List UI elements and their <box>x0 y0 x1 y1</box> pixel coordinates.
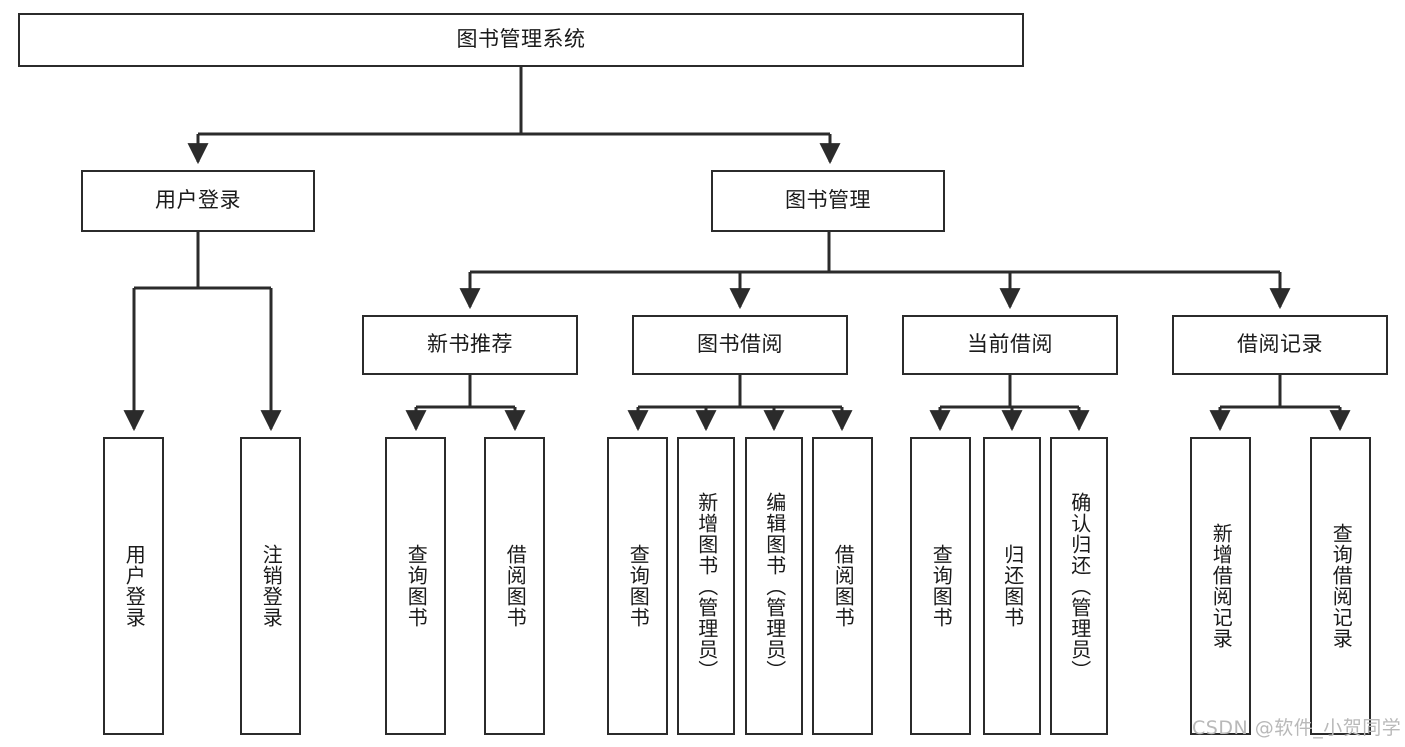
node-user-login[interactable]: 用户登录 <box>81 170 315 232</box>
node-leaf-edit-book-admin-label: 编辑图书（管理员） <box>762 491 787 681</box>
node-root-label: 图书管理系统 <box>456 27 586 52</box>
node-leaf-query-book-2-label: 查询图书 <box>626 544 651 628</box>
node-leaf-query-book-1[interactable]: 查询图书 <box>385 437 446 735</box>
node-leaf-return-book-label: 归还图书 <box>1000 544 1025 628</box>
node-new-book-recommend[interactable]: 新书推荐 <box>362 315 578 375</box>
node-leaf-confirm-return-admin[interactable]: 确认归还（管理员） <box>1050 437 1108 735</box>
node-leaf-query-book-1-label: 查询图书 <box>404 544 429 628</box>
node-book-borrow-label: 图书借阅 <box>697 332 783 357</box>
node-book-borrow[interactable]: 图书借阅 <box>632 315 848 375</box>
node-leaf-add-book-admin[interactable]: 新增图书（管理员） <box>677 437 735 735</box>
node-leaf-user-login-label: 用户登录 <box>122 544 147 628</box>
node-book-management-label: 图书管理 <box>785 188 871 213</box>
node-root[interactable]: 图书管理系统 <box>18 13 1024 67</box>
node-leaf-query-book-2[interactable]: 查询图书 <box>607 437 668 735</box>
node-leaf-edit-book-admin[interactable]: 编辑图书（管理员） <box>745 437 803 735</box>
node-leaf-logout-label: 注销登录 <box>259 544 284 628</box>
node-leaf-borrow-book-2[interactable]: 借阅图书 <box>812 437 873 735</box>
node-leaf-return-book[interactable]: 归还图书 <box>983 437 1041 735</box>
node-user-login-label: 用户登录 <box>155 188 241 213</box>
node-leaf-borrow-book-1[interactable]: 借阅图书 <box>484 437 545 735</box>
node-leaf-borrow-book-2-label: 借阅图书 <box>831 544 856 628</box>
node-leaf-borrow-book-1-label: 借阅图书 <box>503 544 528 628</box>
node-leaf-query-book-3-label: 查询图书 <box>929 544 954 628</box>
node-borrow-record[interactable]: 借阅记录 <box>1172 315 1388 375</box>
node-current-borrow-label: 当前借阅 <box>967 332 1053 357</box>
node-leaf-add-borrow-record[interactable]: 新增借阅记录 <box>1190 437 1251 735</box>
node-leaf-confirm-return-admin-label: 确认归还（管理员） <box>1067 491 1092 681</box>
node-leaf-query-borrow-record[interactable]: 查询借阅记录 <box>1310 437 1371 735</box>
node-leaf-logout[interactable]: 注销登录 <box>240 437 301 735</box>
node-leaf-add-borrow-record-label: 新增借阅记录 <box>1209 523 1234 649</box>
node-book-management[interactable]: 图书管理 <box>711 170 945 232</box>
node-leaf-query-book-3[interactable]: 查询图书 <box>910 437 971 735</box>
node-leaf-add-book-admin-label: 新增图书（管理员） <box>694 491 719 681</box>
node-new-book-recommend-label: 新书推荐 <box>427 332 513 357</box>
node-leaf-query-borrow-record-label: 查询借阅记录 <box>1329 523 1354 649</box>
node-borrow-record-label: 借阅记录 <box>1237 332 1323 357</box>
node-current-borrow[interactable]: 当前借阅 <box>902 315 1118 375</box>
csdn-watermark: CSDN @软件_小贺同学 <box>1192 717 1402 739</box>
node-leaf-user-login[interactable]: 用户登录 <box>103 437 164 735</box>
